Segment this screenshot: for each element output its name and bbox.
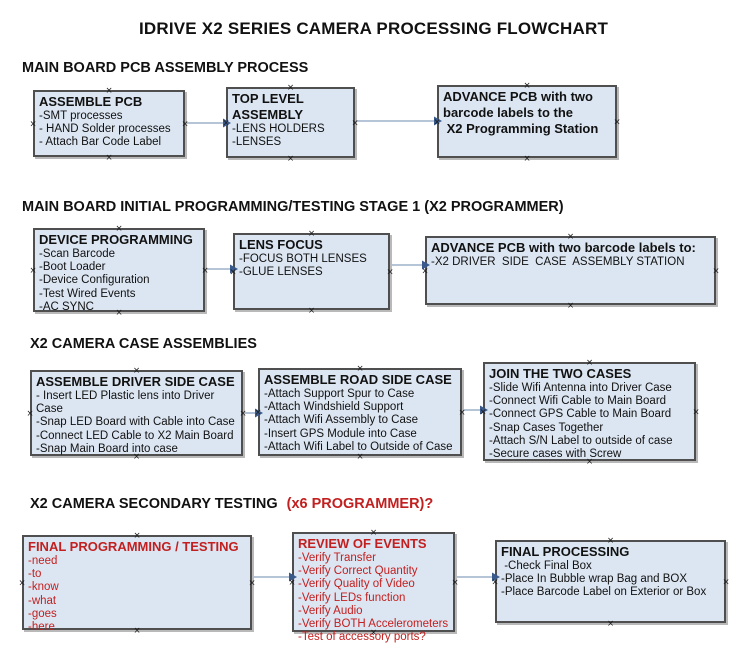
box-item: -Test Wired Events [39,287,136,300]
box-title: DEVICE PROGRAMMING [39,232,193,247]
box-title: REVIEW OF EVENTS [298,536,427,551]
box-lens-focus: LENS FOCUS -FOCUS BOTH LENSES -GLUE LENS… [233,233,390,310]
box-top-level-assembly: TOP LEVEL ASSEMBLY -LENS HOLDERS -LENSES [226,87,355,158]
section-heading-initial-programming: MAIN BOARD INITIAL PROGRAMMING/TESTING S… [22,199,564,215]
page-title: IDRIVE X2 SERIES CAMERA PROCESSING FLOWC… [138,19,609,38]
box-item: -GLUE LENSES [239,266,323,279]
box-item: -Verify LEDs function [298,591,406,604]
box-item: -LENS HOLDERS [232,123,325,135]
box-item: -Verify BOTH Accelerometers [298,618,449,631]
box-final-processing: FINAL PROCESSING -Check Final Box -Place… [495,540,726,623]
box-item: -Slide Wifi Antenna into Driver Case [489,382,672,394]
box-item: -Secure cases with Screw [489,448,622,461]
box-item: -here [28,621,55,634]
box-assemble-driver-side-case: ASSEMBLE DRIVER SIDE CASE - Insert LED P… [30,370,243,456]
box-item: -Place Barcode Label on Exterior or Box [501,586,707,599]
box-join-the-two-cases: JOIN THE TWO CASES -Slide Wifi Antenna i… [483,362,696,461]
box-item: -need [28,555,58,567]
box-item: -Attach Support Spur to Case [264,388,415,400]
box-item: - Attach Bar Code Label [39,136,162,149]
box-assemble-pcb: ASSEMBLE PCB -SMT processes - HAND Solde… [33,90,185,157]
box-item: -what [28,594,57,607]
box-item: -Attach Windshield Support [264,401,404,414]
box-item: -Snap Main Board into case [36,442,178,455]
box-item: -Verify Quality of Video [298,578,415,591]
box-title: LENS FOCUS [239,237,323,252]
box-item: -Verify Transfer [298,552,376,564]
box-item: -Scan Barcode [39,248,116,260]
box-item: -Snap Cases Together [489,421,604,434]
box-item: -Attach S/N Label to outside of case [489,434,673,447]
box-item: -Verify Correct Quantity [298,565,418,578]
box-item: -Connect Wifi Cable to Main Board [489,395,667,408]
box-item: -Place In Bubble wrap Bag and BOX [501,573,688,586]
box-advance-pcb-driver-side-station: ADVANCE PCB with two barcode labels to: … [425,236,716,305]
box-title: ASSEMBLE DRIVER SIDE CASE [36,374,235,389]
box-item: -Device Configuration [39,274,150,287]
box-review-of-events: REVIEW OF EVENTS -Verify Transfer -Verif… [292,532,455,643]
box-title: ADVANCE PCB with two barcode labels to: [431,240,696,255]
box-final-programming-testing: FINAL PROGRAMMING / TESTING -need -to -k… [22,535,252,633]
box-title: FINAL PROCESSING [501,544,630,559]
box-item: -X2 DRIVER SIDE CASE ASSEMBLY STATION [431,256,685,268]
box-advance-pcb-programming-station: ADVANCE PCB with two barcode labels to t… [437,85,617,158]
box-item: -Attach Wifi Assembly to Case [264,414,419,427]
box-item: -Connect LED Cable to X2 Main Board [36,429,234,442]
box-item: -Test of accessory ports? [298,631,426,644]
box-title: FINAL PROGRAMMING / TESTING [28,539,239,554]
box-title: ASSEMBLE PCB [39,94,143,109]
box-title: TOP LEVEL ASSEMBLY [232,91,307,122]
box-item: -goes [28,607,57,620]
box-item: -Connect GPS Cable to Main Board [489,408,672,421]
box-item: -Boot Loader [39,261,106,274]
section-heading-secondary-testing-black: X2 CAMERA SECONDARY TESTING [30,496,278,512]
box-item: - Insert LED Plastic lens into Driver Ca… [36,390,218,416]
box-item: -Insert GPS Module into Case [264,427,417,440]
box-item: -Check Final Box [501,560,592,572]
box-device-programming: DEVICE PROGRAMMING -Scan Barcode -Boot L… [33,228,205,313]
section-heading-secondary-testing: X2 CAMERA SECONDARY TESTING (x6 PROGRAMME… [30,496,433,512]
section-heading-secondary-testing-red: (x6 PROGRAMMER)? [286,496,434,512]
box-title: ASSEMBLE ROAD SIDE CASE [264,372,452,387]
box-item: -to [28,568,42,581]
box-assemble-road-side-case: ASSEMBLE ROAD SIDE CASE -Attach Support … [258,368,462,456]
box-title: ADVANCE PCB with two barcode labels to t… [443,89,599,136]
box-item: -Snap LED Board with Cable into Case [36,416,235,429]
box-item: - HAND Solder processes [39,123,171,136]
box-item: -Verify Audio [298,604,363,617]
box-item: -LENSES [232,136,282,149]
section-heading-case-assemblies: X2 CAMERA CASE ASSEMBLIES [30,336,257,352]
box-item: -Attach Wifi Label to Outside of Case [264,440,453,453]
box-item: -FOCUS BOTH LENSES [239,253,367,265]
box-item: -SMT processes [39,110,123,122]
section-heading-pcb-assembly: MAIN BOARD PCB ASSEMBLY PROCESS [22,60,309,76]
box-item: -know [28,581,59,594]
box-item: -AC SYNC [39,300,94,313]
box-title: JOIN THE TWO CASES [489,366,632,381]
